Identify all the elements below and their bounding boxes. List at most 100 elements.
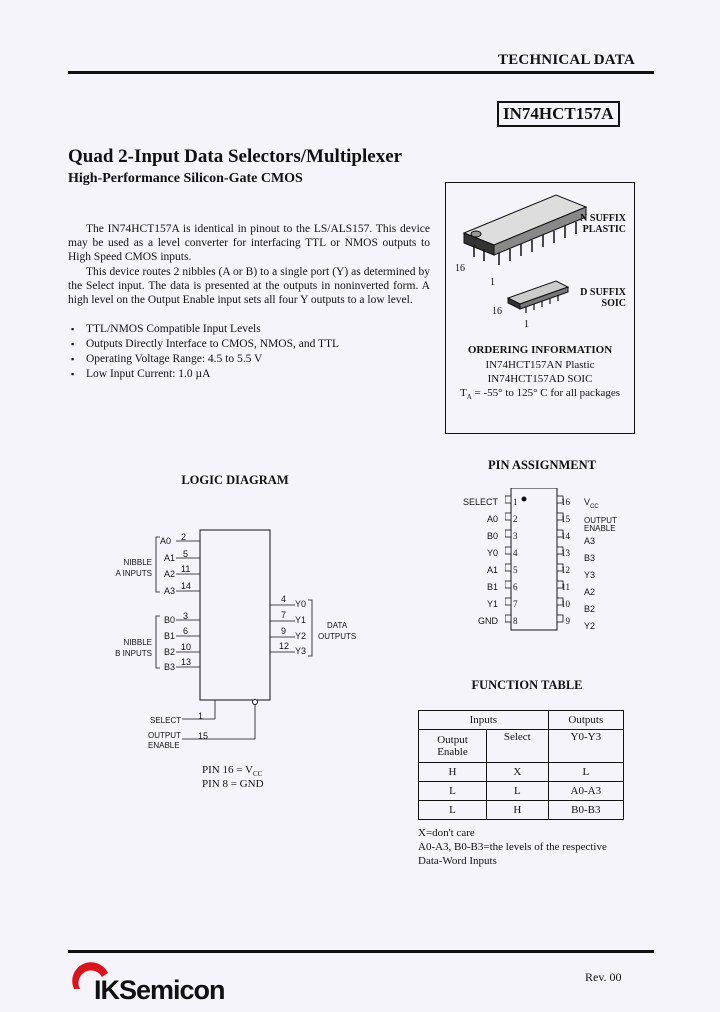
nibble-b-label: NIBBLE B INPUTS bbox=[114, 637, 152, 659]
pin-b0: 3 bbox=[183, 611, 189, 621]
select-label: SELECT bbox=[150, 716, 182, 725]
pin-name: Y2 bbox=[584, 620, 596, 631]
pin-number: 4 bbox=[513, 548, 518, 558]
oe-label: OUTPUT ENABLE bbox=[148, 731, 181, 751]
function-table-title: FUNCTION TABLE bbox=[471, 678, 583, 692]
pin8-note: PIN 8 = GND bbox=[202, 778, 264, 790]
pin-name: A3 bbox=[584, 535, 596, 546]
table-row: L L A0-A3 bbox=[418, 781, 625, 801]
pin-b2: 10 bbox=[181, 642, 192, 652]
pin-number: 10 bbox=[561, 599, 570, 609]
feature-item: TTL/NMOS Compatible Input Levels bbox=[68, 322, 339, 337]
footer-rule bbox=[68, 950, 654, 953]
dip-pin1-label: 1 bbox=[490, 277, 495, 288]
pin-name: A1 bbox=[486, 565, 498, 575]
pin-name: Y1 bbox=[486, 599, 498, 609]
pin-number: 2 bbox=[513, 514, 518, 524]
d-suffix: D SUFFIX bbox=[580, 287, 626, 298]
pin16-sub: CC bbox=[252, 770, 263, 779]
logic-diagram-title: LOGIC DIAGRAM bbox=[181, 473, 289, 487]
pin-assignment-title: PIN ASSIGNMENT bbox=[487, 458, 596, 472]
nibble-a-label: NIBBLE A INPUTS bbox=[114, 557, 152, 579]
table-cell: L bbox=[485, 781, 549, 801]
pin-number: 3 bbox=[513, 531, 518, 541]
logo-text: IKSemicon bbox=[94, 975, 226, 1006]
pin-number: 15 bbox=[561, 514, 570, 524]
pin16-text: PIN 16 = V bbox=[202, 764, 253, 776]
pin-number: 9 bbox=[565, 616, 571, 626]
temp-range: TA = -55° to 125° C for all packages bbox=[446, 387, 634, 401]
table-cell: L bbox=[547, 762, 625, 782]
pin-name: A2 bbox=[584, 586, 596, 597]
feature-list: TTL/NMOS Compatible Input Levels Outputs… bbox=[68, 322, 339, 382]
pin-left-names: SELECT A0 B0 Y0 A1 B1 Y1 GND bbox=[440, 494, 498, 630]
feature-item: Outputs Directly Interface to CMOS, NMOS… bbox=[68, 337, 339, 352]
temp-text: = -55° to 125° C for all packages bbox=[471, 387, 620, 399]
package-box: N SUFFIX PLASTIC 16 1 D SUFFIX SOIC 16 1… bbox=[445, 182, 635, 434]
pin-y1: 7 bbox=[281, 610, 287, 620]
output-col-header: Y0-Y3 bbox=[547, 729, 625, 763]
dip-package-icon bbox=[462, 194, 588, 265]
pin-y0: 4 bbox=[281, 594, 287, 604]
pin-name: GND bbox=[478, 616, 498, 626]
logic-diagram bbox=[155, 529, 313, 740]
pin-y2: 9 bbox=[281, 626, 287, 636]
pin-a2: 11 bbox=[181, 564, 191, 574]
pin-name: B1 bbox=[486, 582, 498, 592]
input-b2: B2 bbox=[164, 647, 176, 657]
nibble-a-2: A INPUTS bbox=[115, 569, 152, 578]
dip-pin16-label: 16 bbox=[455, 263, 465, 274]
pin-number: 13 bbox=[561, 548, 570, 558]
pin-a0: 2 bbox=[181, 532, 187, 542]
pin-number: 6 bbox=[513, 582, 518, 592]
input-a1: A1 bbox=[164, 553, 176, 563]
pin-number: 1 bbox=[513, 497, 518, 507]
pin-a1: 5 bbox=[183, 549, 189, 559]
pin-number: 5 bbox=[513, 565, 518, 575]
note-dont-care: X=don't care bbox=[418, 827, 475, 839]
header-title: TECHNICAL DATA bbox=[498, 52, 635, 68]
oe-label-2: ENABLE bbox=[148, 741, 180, 750]
output-y3: Y3 bbox=[295, 646, 307, 656]
pin-a3: 14 bbox=[181, 581, 192, 591]
description: The IN74HCT157A is identical in pinout t… bbox=[68, 222, 430, 307]
part-number: IN74HCT157A bbox=[497, 101, 620, 127]
pin-number: 14 bbox=[561, 531, 570, 541]
oe-pin: 15 bbox=[198, 731, 209, 741]
input-b1: B1 bbox=[164, 631, 176, 641]
output-y1: Y1 bbox=[295, 615, 307, 625]
pin-name: Y3 bbox=[584, 569, 596, 580]
n-type: PLASTIC bbox=[582, 224, 626, 235]
temp-sub: A bbox=[466, 393, 472, 402]
pin-number: 8 bbox=[513, 616, 518, 626]
oe-label-1: OUTPUT bbox=[148, 731, 181, 740]
pin-name-vcc: VCC bbox=[584, 497, 599, 510]
select-col-header: Select bbox=[485, 729, 549, 763]
soic-pin1-label: 1 bbox=[524, 319, 529, 330]
n-suffix: N SUFFIX bbox=[580, 213, 626, 224]
soic-package-icon bbox=[506, 280, 570, 313]
description-para-1: The IN74HCT157A is identical in pinout t… bbox=[68, 223, 430, 264]
pin-b1: 6 bbox=[183, 626, 189, 636]
pin-number: 7 bbox=[513, 599, 518, 609]
feature-item: Low Input Current: 1.0 µA bbox=[68, 367, 339, 382]
data-outputs-2: OUTPUTS bbox=[318, 632, 357, 641]
pin-right-numbers: 16 15 14 13 12 11 10 9 bbox=[550, 494, 570, 630]
data-outputs-1: DATA bbox=[327, 621, 348, 630]
pin-b3: 13 bbox=[181, 657, 192, 667]
table-cell: X bbox=[485, 762, 549, 782]
table-cell: L bbox=[418, 781, 487, 801]
header-rule bbox=[68, 71, 654, 74]
d-type: SOIC bbox=[601, 298, 626, 309]
input-a2: A2 bbox=[164, 569, 176, 579]
table-row: L H B0-B3 bbox=[418, 800, 625, 820]
n-suffix-label: N SUFFIX PLASTIC bbox=[566, 213, 626, 235]
table-row: H X L bbox=[418, 762, 625, 782]
output-y2: Y2 bbox=[295, 631, 307, 641]
page-title: Quad 2-Input Data Selectors/Multiplexer bbox=[68, 146, 403, 167]
order-line-2: IN74HCT157AD SOIC bbox=[487, 373, 593, 385]
pin-name: B0 bbox=[486, 531, 498, 541]
